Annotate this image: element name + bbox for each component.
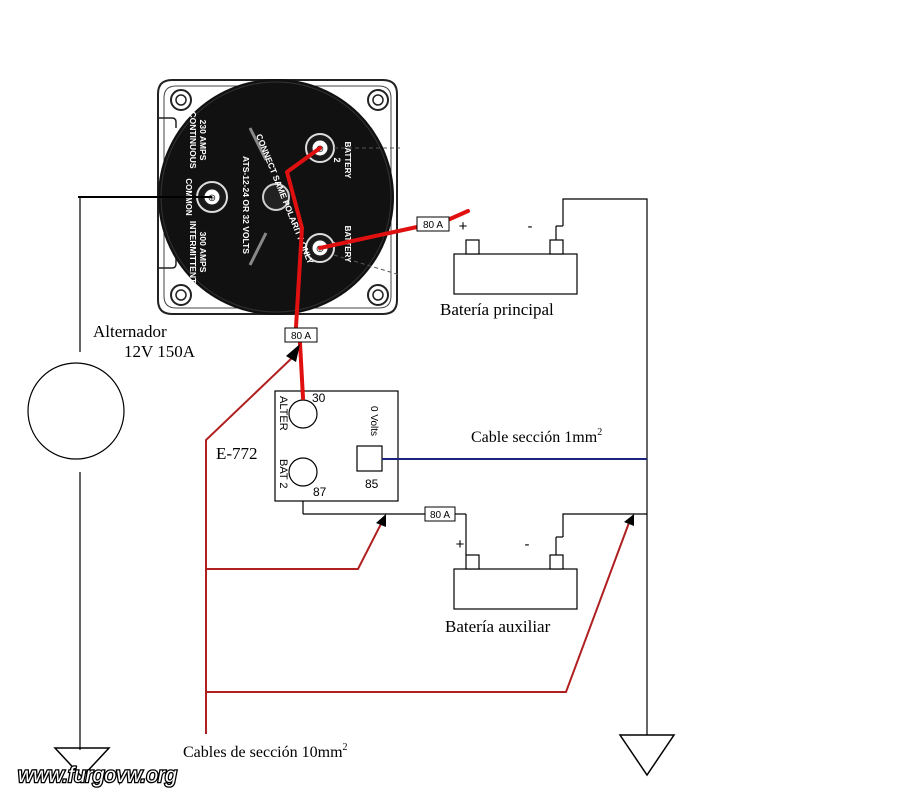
alternator-label: Alternador — [93, 322, 167, 341]
relay-alter-label: ALTER — [277, 396, 289, 431]
wire-red-battery1-to-fuse — [318, 225, 419, 250]
power-cables-label: Cables de sección 10mm2 — [183, 742, 348, 761]
red-cable-to-ground — [206, 519, 631, 693]
aux-battery: + - Batería auxiliar — [445, 534, 578, 636]
fuse-aux: 80 A — [424, 506, 456, 522]
main-battery-body — [453, 253, 578, 295]
arrowheads — [286, 344, 634, 527]
dial-slot — [248, 127, 268, 161]
wire-red-battery2-jumper — [285, 146, 322, 329]
relay-volts-label: 0 Volts — [368, 406, 379, 436]
battery2-word: BATTERY — [343, 142, 352, 180]
ground-symbol-alternator — [53, 747, 111, 779]
arrow-to-ground — [624, 514, 634, 526]
main-battery-plus-post — [465, 239, 480, 255]
battery1-word: BATTERY — [343, 226, 352, 264]
main-battery-minus-sign: - — [528, 218, 533, 235]
mounting-hole — [367, 89, 389, 111]
battery2-number: 2 — [332, 157, 342, 162]
relay-terminal-30-label: 30 — [312, 391, 326, 405]
plus-icon: ⊕ — [208, 193, 216, 204]
relay-model-label: E-772 — [216, 444, 258, 463]
fuse-main: 80 A — [416, 216, 450, 232]
wire-main-minus-ground — [562, 198, 648, 735]
relay-bat2-label: BAT 2 — [277, 459, 289, 489]
dial-center — [262, 183, 290, 211]
fuse-aux-label: 80 A — [430, 510, 450, 521]
relay-terminal-87-label: 87 — [313, 485, 327, 499]
ground-symbol-battery — [618, 734, 676, 777]
red-cable-to-aux-plus — [206, 519, 384, 570]
relay-e772: 30 87 85 ALTER BAT 2 0 Volts E-772 — [216, 390, 399, 502]
switch-notch — [158, 258, 177, 269]
fuse-main-box — [416, 216, 450, 232]
fuse-relay: 80 A — [284, 327, 318, 343]
voltage-rating: ATS-12-24 OR 32 VOLTS — [241, 156, 251, 254]
relay-terminal-85 — [356, 445, 383, 472]
wire-aux-minus-ground — [562, 513, 647, 537]
fuse-aux-box — [424, 506, 456, 522]
switch-notch — [158, 117, 177, 128]
red-cable-routes — [205, 355, 631, 734]
black-wires — [78, 196, 648, 750]
rating-continuous-1: 230 AMPS — [198, 120, 208, 161]
fuse-relay-box — [284, 327, 318, 343]
wire-red-relay30-feed — [298, 341, 305, 400]
main-battery-label: Batería principal — [440, 300, 554, 319]
mounting-hole — [170, 89, 192, 111]
main-battery: + - Batería principal — [440, 218, 578, 319]
arrow-to-relay-30 — [286, 344, 300, 362]
aux-battery-minus-sign: - — [525, 536, 530, 553]
wire-red-fuse-to-main-plus — [448, 209, 470, 221]
signal-cable-label: Cable sección 1mm2 — [471, 427, 602, 446]
battery-switch: ⊕ ⊕ ⊕ 230 AMPS CONTINUOUS 300 AMPS INTER… — [157, 79, 401, 315]
dial-slot — [248, 232, 268, 266]
aux-battery-body — [453, 568, 578, 610]
mounting-hole — [170, 284, 192, 306]
red-cable-trunk — [205, 355, 295, 734]
fuse-relay-label: 80 A — [291, 331, 311, 342]
battery1-leader — [333, 254, 401, 276]
relay-terminal-85-label: 85 — [365, 477, 379, 491]
alternator-spec: 12V 150A — [124, 342, 196, 361]
main-battery-plus-sign: + — [459, 218, 468, 235]
aux-battery-minus-post — [549, 554, 564, 570]
relay-terminal-30 — [288, 399, 318, 429]
aux-battery-label: Batería auxiliar — [445, 617, 551, 636]
aux-battery-plus-post — [465, 554, 480, 570]
signal-cable-superscript: 2 — [597, 427, 602, 438]
watermark: www.furgovw.org — [18, 764, 177, 787]
rating-intermittent-1: 300 AMPS — [198, 232, 208, 273]
red-power-wires — [285, 146, 470, 400]
power-cables-superscript: 2 — [343, 742, 348, 753]
switch-housing-inner — [163, 85, 392, 309]
fuse-main-label: 80 A — [423, 220, 443, 231]
power-cables-text: Cables de sección 10mm — [183, 744, 343, 761]
arrow-to-aux-plus — [376, 514, 386, 527]
aux-battery-plus-sign: + — [456, 536, 465, 553]
mounting-hole — [367, 284, 389, 306]
alternator-symbol — [27, 362, 125, 460]
signal-cable-text: Cable sección 1mm — [471, 429, 598, 446]
rating-intermittent-2: INTERMITTENT — [188, 221, 198, 284]
main-battery-minus-post — [549, 239, 564, 255]
relay-terminal-87 — [288, 457, 318, 487]
rating-continuous-2: CONTINUOUS — [188, 111, 198, 168]
